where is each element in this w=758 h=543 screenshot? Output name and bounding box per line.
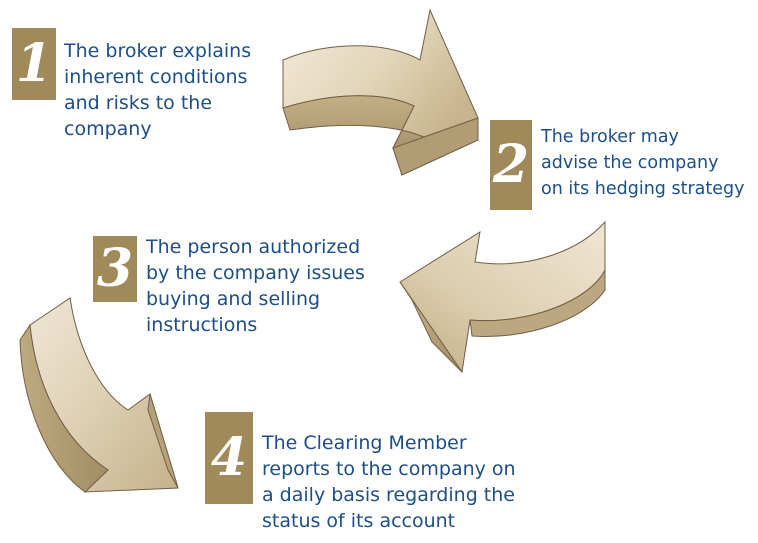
step-1-text: The broker explains inherent conditions …: [64, 40, 252, 140]
step-3-text: The person authorized by the company iss…: [146, 236, 365, 336]
step-4-number: 4: [205, 412, 253, 504]
arrow-step2-to-step3: [399, 220, 606, 374]
step-2-text: The broker may advise the company on its…: [541, 127, 745, 199]
step-1-number: 1: [12, 28, 56, 100]
arrow-step3-to-step4: [19, 297, 179, 493]
step-3-number: 3: [93, 236, 137, 302]
arrow-step1-to-step2: [282, 8, 479, 177]
step-4-text: The Clearing Member reports to the compa…: [262, 432, 516, 532]
step-2-number: 2: [490, 120, 532, 210]
